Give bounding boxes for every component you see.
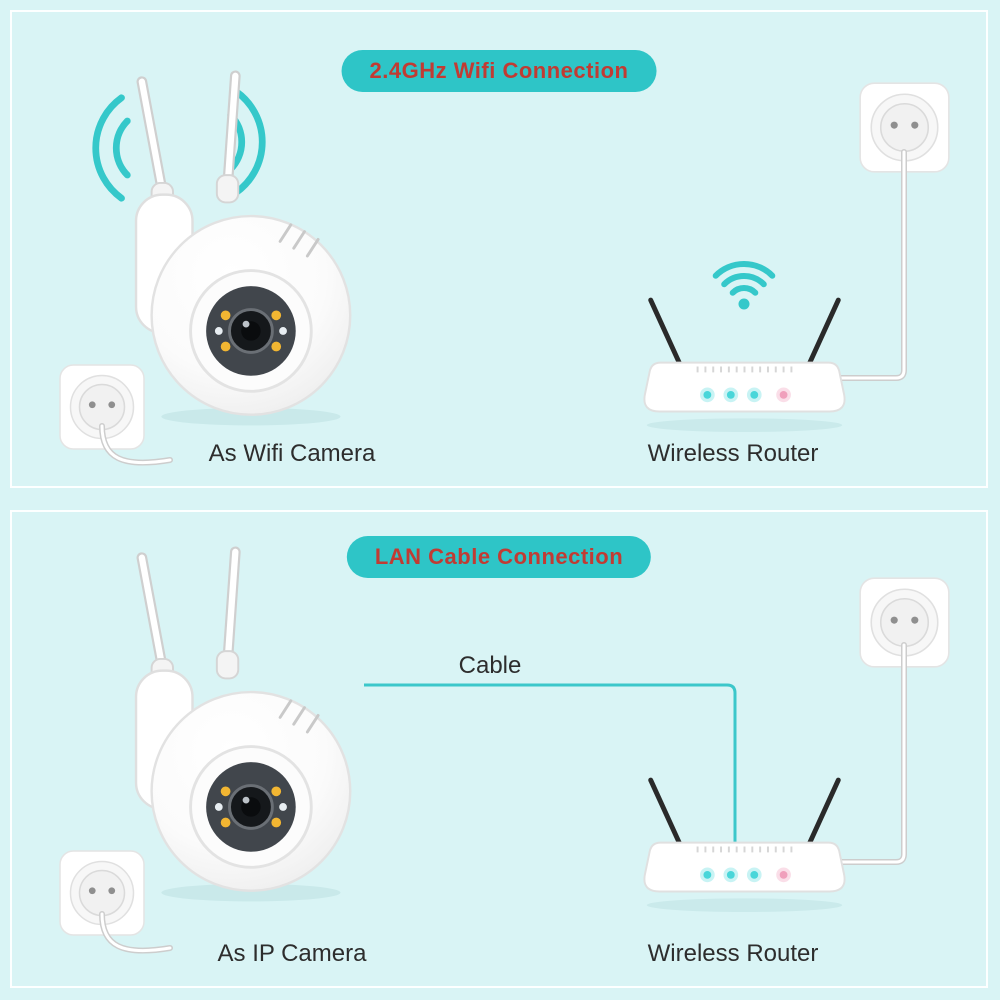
power-cable (100, 424, 172, 465)
router-label: Wireless Router (647, 440, 819, 467)
cables-overlay (99, 149, 907, 466)
power-cable (832, 643, 906, 864)
lan-connection-panel: LAN Cable Connection Cable As IP Camera … (10, 510, 988, 988)
lan-cable (364, 683, 737, 846)
wifi-camera-icon (97, 546, 362, 916)
panel-title-badge: 2.4GHz Wifi Connection (341, 50, 657, 92)
camera-label: As Wifi Camera (208, 440, 376, 467)
wireless-router-icon (637, 774, 852, 921)
panel-title-badge: LAN Cable Connection (346, 536, 652, 578)
wifi-camera-icon (97, 70, 362, 440)
wifi-connection-panel: 2.4GHz Wifi Connection As Wifi Camera Wi… (10, 10, 988, 488)
router-label: Wireless Router (647, 940, 819, 967)
cables-overlay (99, 642, 907, 954)
panel-title: LAN Cable Connection (374, 544, 624, 569)
panel-title: 2.4GHz Wifi Connection (369, 58, 629, 83)
wireless-router-icon (637, 294, 852, 441)
camera-label: As IP Camera (217, 940, 367, 967)
cable-label: Cable (458, 652, 522, 679)
power-cable (832, 150, 906, 380)
power-cable (100, 912, 172, 953)
